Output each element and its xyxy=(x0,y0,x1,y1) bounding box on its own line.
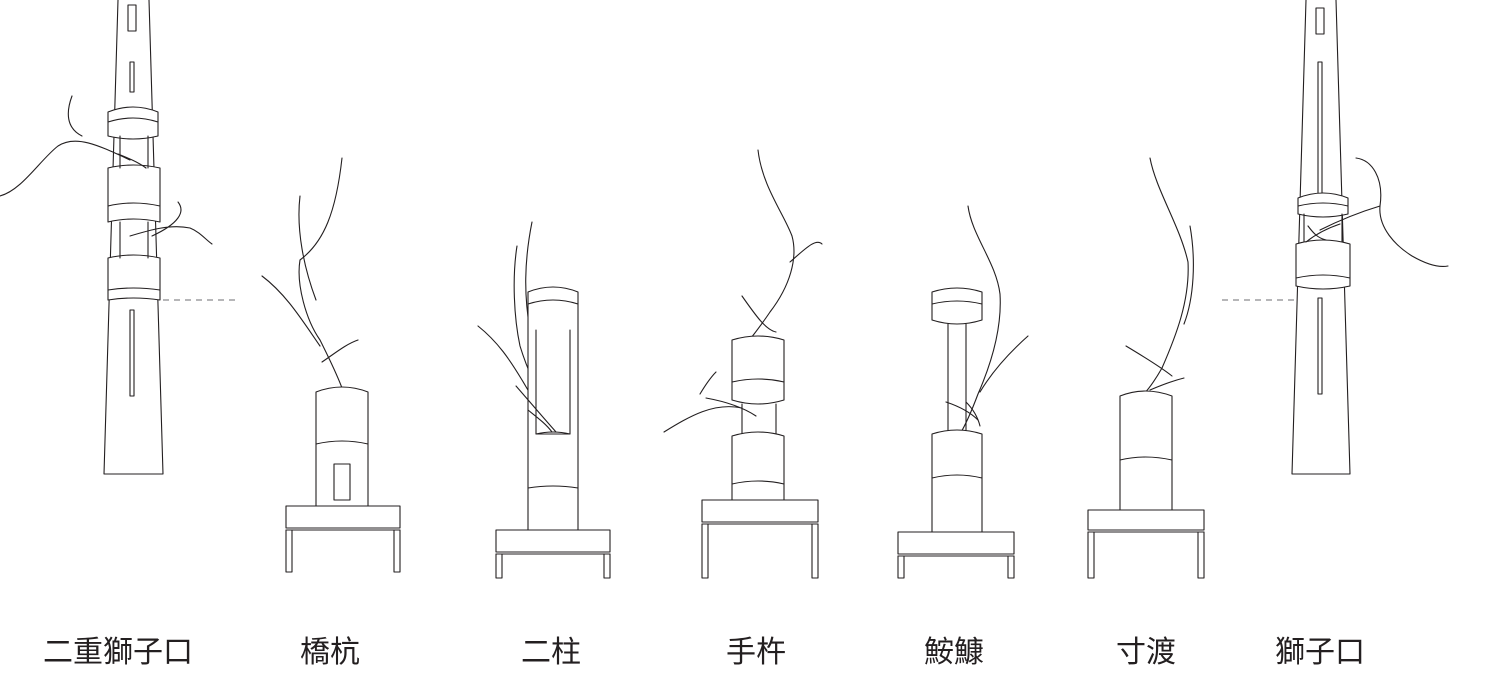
figure-teki xyxy=(664,150,822,578)
figure-ankou xyxy=(898,206,1028,578)
label-nihonbashira: 二柱 xyxy=(521,635,581,670)
label-nijuu-shishiguchi: 二重獅子口 xyxy=(43,635,193,670)
figure-sundo xyxy=(1088,158,1204,578)
label-ankou: 鮟鱇 xyxy=(924,635,984,670)
figure-nihonbashira xyxy=(478,222,610,578)
label-shishiguchi: 獅子口 xyxy=(1275,635,1365,670)
label-hashigui: 橋杭 xyxy=(300,635,360,670)
figure-hashigui xyxy=(262,158,400,572)
figure-nijuu-shishiguchi xyxy=(0,0,212,474)
label-sundo: 寸渡 xyxy=(1116,635,1176,670)
figure-shishiguchi xyxy=(1292,0,1448,474)
label-teki: 手杵 xyxy=(726,635,786,670)
